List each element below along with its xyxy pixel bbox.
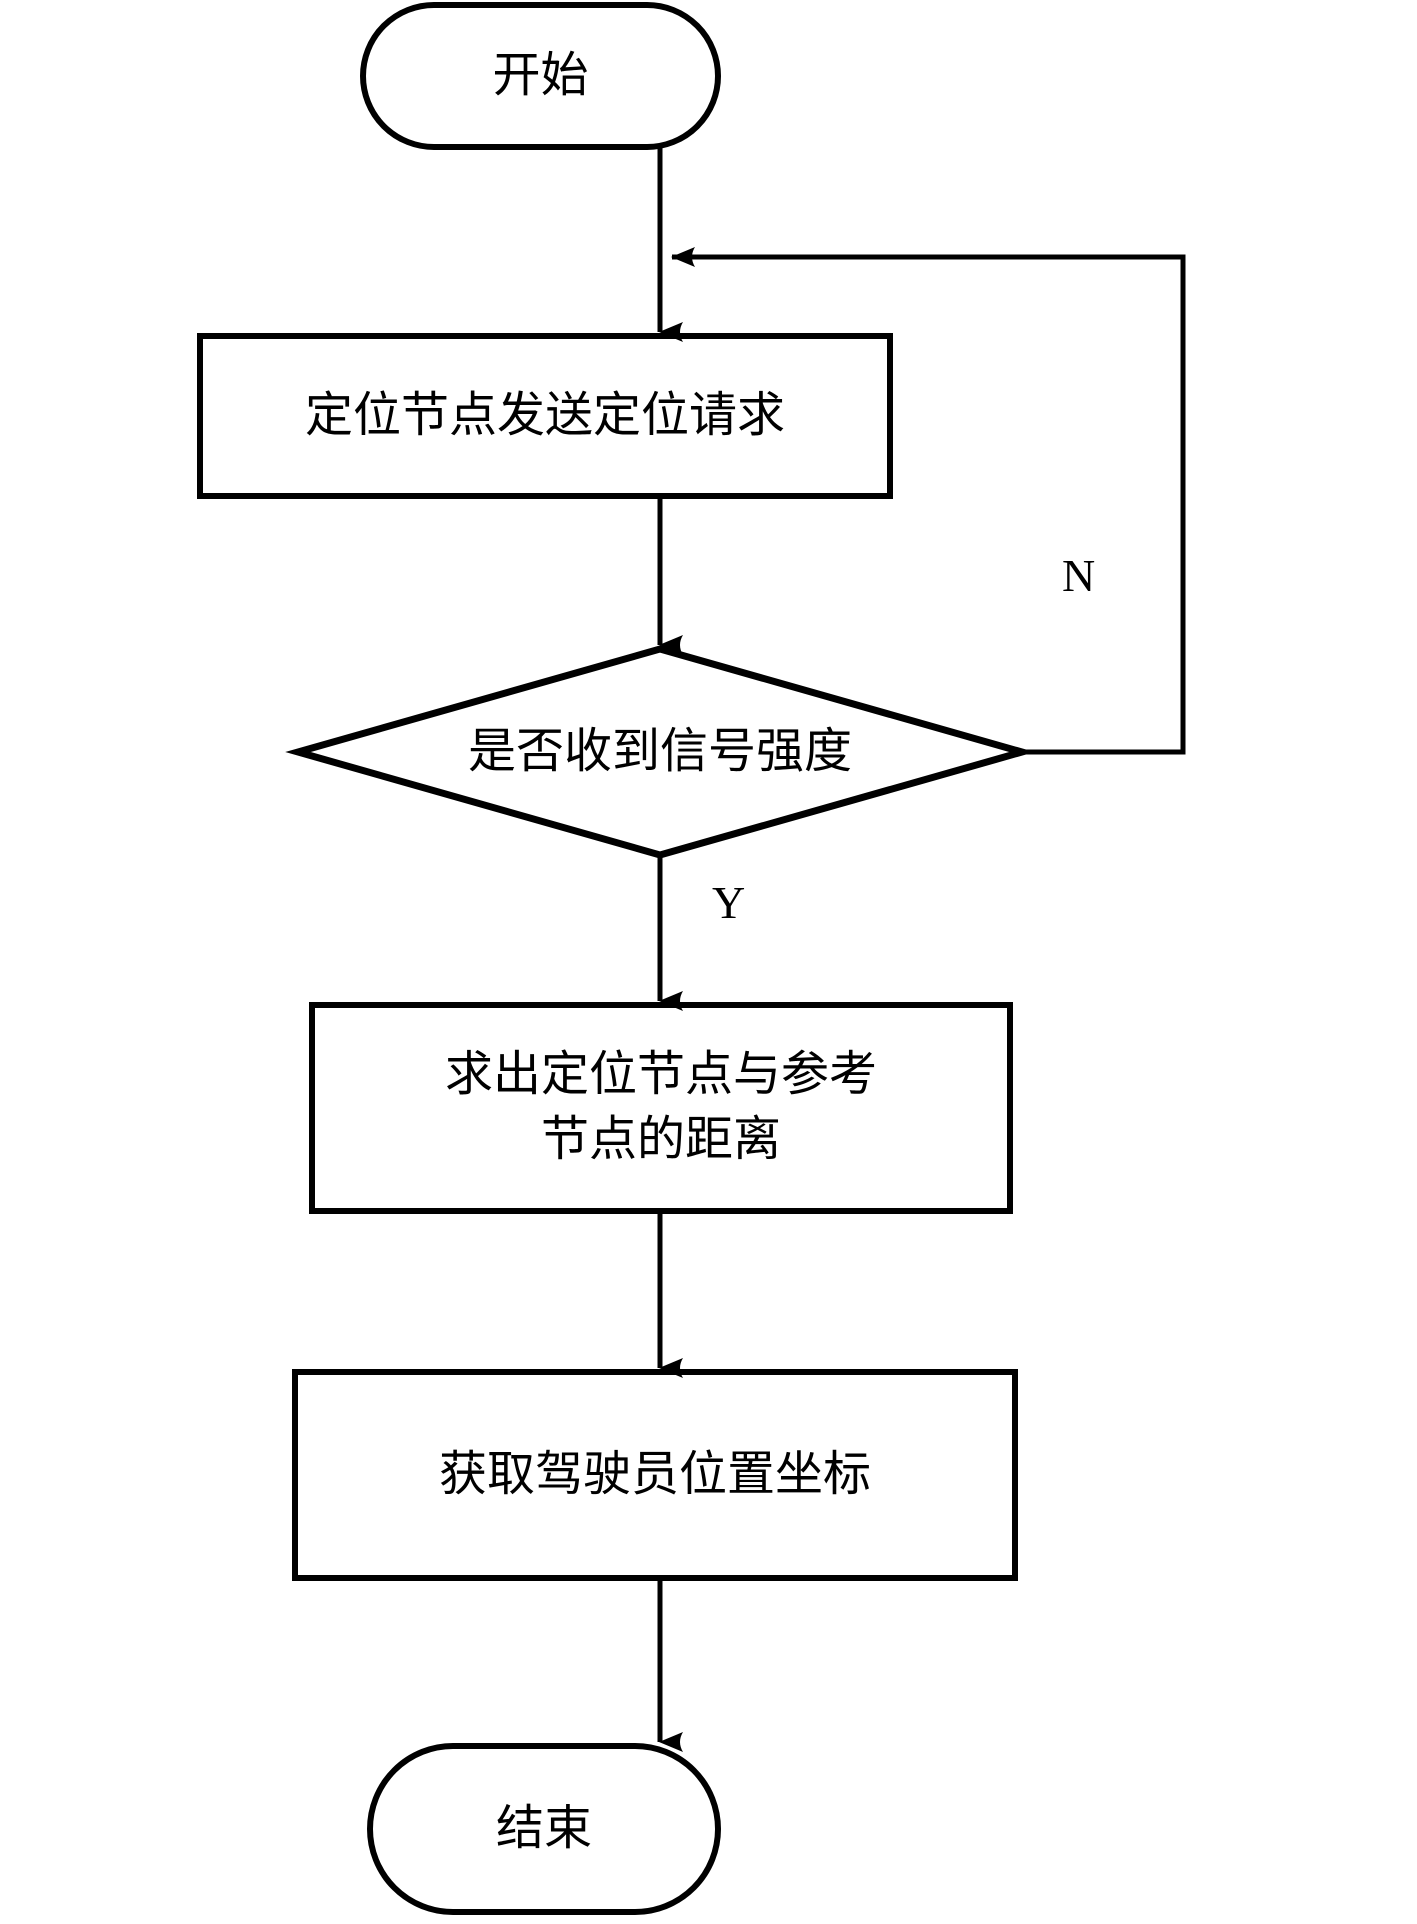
node-signal-check-shape[interactable] — [285, 645, 1035, 859]
node-send-request-shape[interactable] — [197, 333, 893, 499]
edge-label-no: N — [1062, 550, 1096, 601]
edge-label-yes: Y — [712, 877, 746, 928]
edge-decision-no-loopback — [671, 247, 1186, 755]
node-get-coordinates-shape[interactable] — [292, 1369, 1018, 1581]
node-end-shape[interactable] — [367, 1743, 721, 1915]
node-start-shape[interactable] — [360, 2, 721, 150]
node-compute-distance-shape[interactable] — [309, 1002, 1013, 1214]
